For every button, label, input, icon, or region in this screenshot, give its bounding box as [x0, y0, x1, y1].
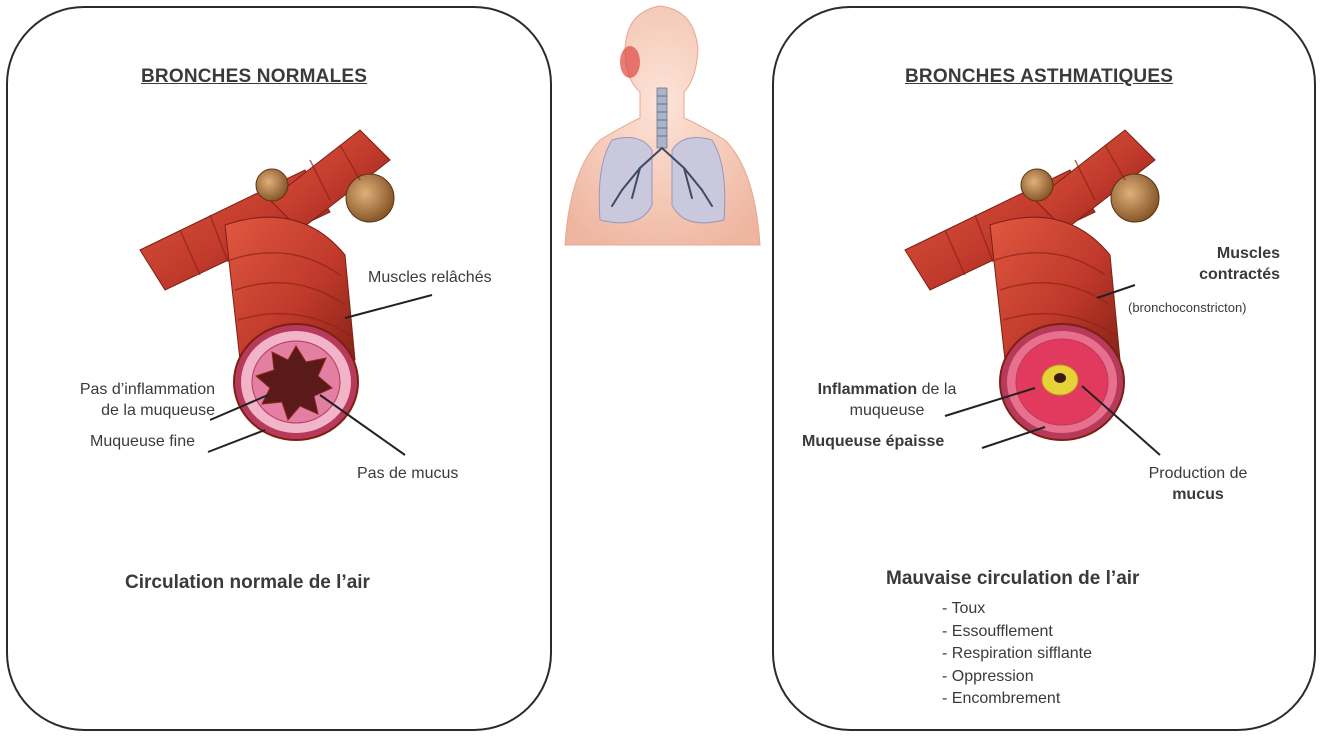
relaxed-muscles-label: Muscles relâchés [368, 268, 492, 289]
normal-airflow-caption: Circulation normale de l’air [125, 572, 370, 594]
inflammation-rest: de la [917, 381, 956, 398]
contracted-muscles-line1: Muscles [1217, 245, 1280, 262]
mucus-production-line1: Production de [1138, 464, 1258, 485]
symptoms-list: - Toux - Essoufflement - Respiration sif… [942, 598, 1092, 711]
symptom-item: - Toux [942, 598, 1092, 621]
poor-airflow-caption: Mauvaise circulation de l’air [886, 568, 1139, 590]
inflammation-bold: Inflammation [818, 381, 918, 398]
asthmatic-bronchi-title: BRONCHES ASTHMATIQUES [905, 66, 1173, 88]
symptom-item: - Respiration sifflante [942, 643, 1092, 666]
bronchoconstriction-note: (bronchoconstricton) [1128, 300, 1247, 317]
thin-mucosa-label: Muqueuse fine [20, 432, 195, 453]
no-mucus-label: Pas de mucus [357, 464, 458, 485]
contracted-muscles-label: Muscles contractés [1080, 244, 1280, 286]
human-torso-illustration [565, 6, 760, 245]
thick-mucosa-label: Muqueuse épaisse [802, 432, 944, 453]
thick-mucosa-text: Muqueuse épaisse [802, 433, 944, 450]
symptom-item: - Encombrement [942, 688, 1092, 711]
mucus-production-label: Production de mucus [1138, 464, 1258, 506]
symptom-item: - Essoufflement [942, 621, 1092, 644]
contracted-muscles-line2: contractés [1199, 266, 1280, 283]
inflammation-line2: muqueuse [797, 401, 977, 422]
no-inflammation-label: Pas d’inflammation de la muqueuse [20, 380, 215, 422]
inflammation-label: Inflammation de la muqueuse [797, 380, 977, 422]
symptom-item: - Oppression [942, 666, 1092, 689]
no-inflammation-line2: de la muqueuse [20, 401, 215, 422]
no-inflammation-line1: Pas d’inflammation [20, 380, 215, 401]
normal-bronchi-title: BRONCHES NORMALES [141, 66, 367, 88]
mucus-production-line2: mucus [1172, 486, 1224, 503]
